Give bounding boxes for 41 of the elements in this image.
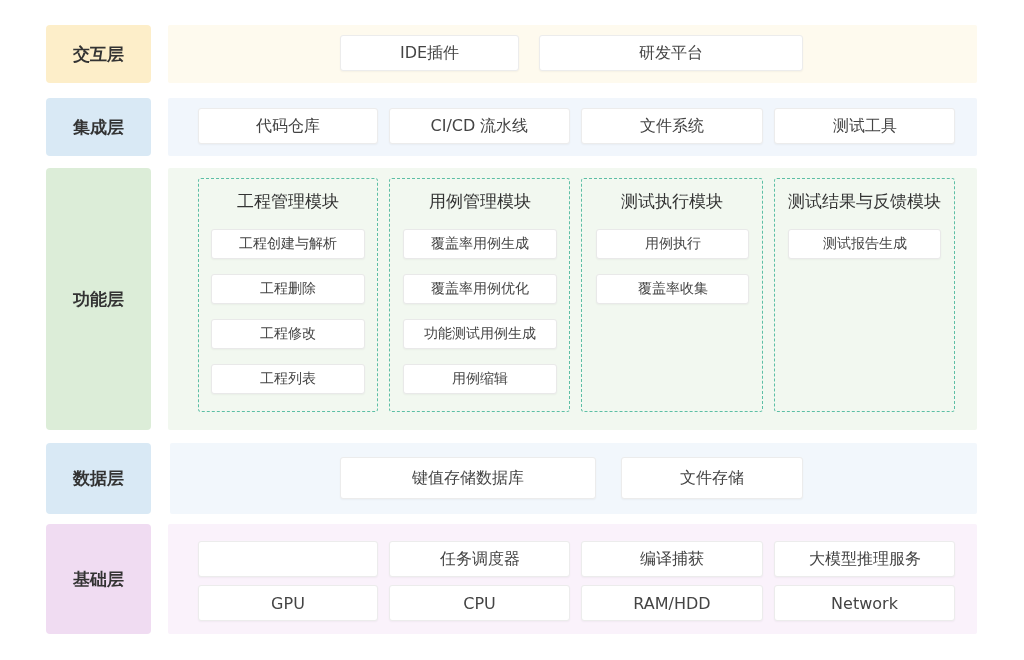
component-box: 键值存储数据库 bbox=[340, 457, 596, 499]
component-box: GPU bbox=[198, 585, 378, 621]
function-box: 测试报告生成 bbox=[788, 229, 941, 259]
module-group bbox=[198, 178, 378, 412]
layer-label: 交互层 bbox=[46, 25, 151, 83]
component-box: 测试工具 bbox=[774, 108, 955, 144]
component-box: CPU bbox=[389, 585, 570, 621]
component-box: 研发平台 bbox=[539, 35, 803, 71]
module-title: 测试执行模块 bbox=[620, 190, 724, 213]
function-box: 覆盖率用例生成 bbox=[403, 229, 557, 259]
layer-label: 功能层 bbox=[46, 168, 151, 430]
layer-panel bbox=[168, 25, 977, 83]
module-group bbox=[774, 178, 955, 412]
function-box: 工程删除 bbox=[211, 274, 365, 304]
layer-label: 集成层 bbox=[46, 98, 151, 156]
component-box: IDE插件 bbox=[340, 35, 519, 71]
module-group bbox=[581, 178, 763, 412]
component-box: 代码仓库 bbox=[198, 108, 378, 144]
function-box: 覆盖率用例优化 bbox=[403, 274, 557, 304]
layer-label: 数据层 bbox=[46, 443, 151, 514]
module-title: 工程管理模块 bbox=[236, 190, 340, 213]
component-box: 文件系统 bbox=[581, 108, 763, 144]
component-box: 大模型推理服务 bbox=[774, 541, 955, 577]
layer-label: 基础层 bbox=[46, 524, 151, 634]
module-title: 用例管理模块 bbox=[427, 190, 532, 213]
component-box: 编译捕获 bbox=[581, 541, 763, 577]
component-box: RAM/HDD bbox=[581, 585, 763, 621]
function-box: 工程列表 bbox=[211, 364, 365, 394]
function-box: 用例缩辑 bbox=[403, 364, 557, 394]
module-title: 测试结果与反馈模块 bbox=[787, 190, 942, 213]
function-box: 工程修改 bbox=[211, 319, 365, 349]
module-group bbox=[389, 178, 570, 412]
component-box: 任务调度器 bbox=[389, 541, 570, 577]
function-box: 覆盖率收集 bbox=[596, 274, 749, 304]
function-box: 用例执行 bbox=[596, 229, 749, 259]
component-box: CI/CD 流水线 bbox=[389, 108, 570, 144]
layer-panel bbox=[168, 168, 977, 430]
component-box: 文件存储 bbox=[621, 457, 803, 499]
function-box: 功能测试用例生成 bbox=[403, 319, 557, 349]
function-box: 工程创建与解析 bbox=[211, 229, 365, 259]
component-box: Network bbox=[774, 585, 955, 621]
